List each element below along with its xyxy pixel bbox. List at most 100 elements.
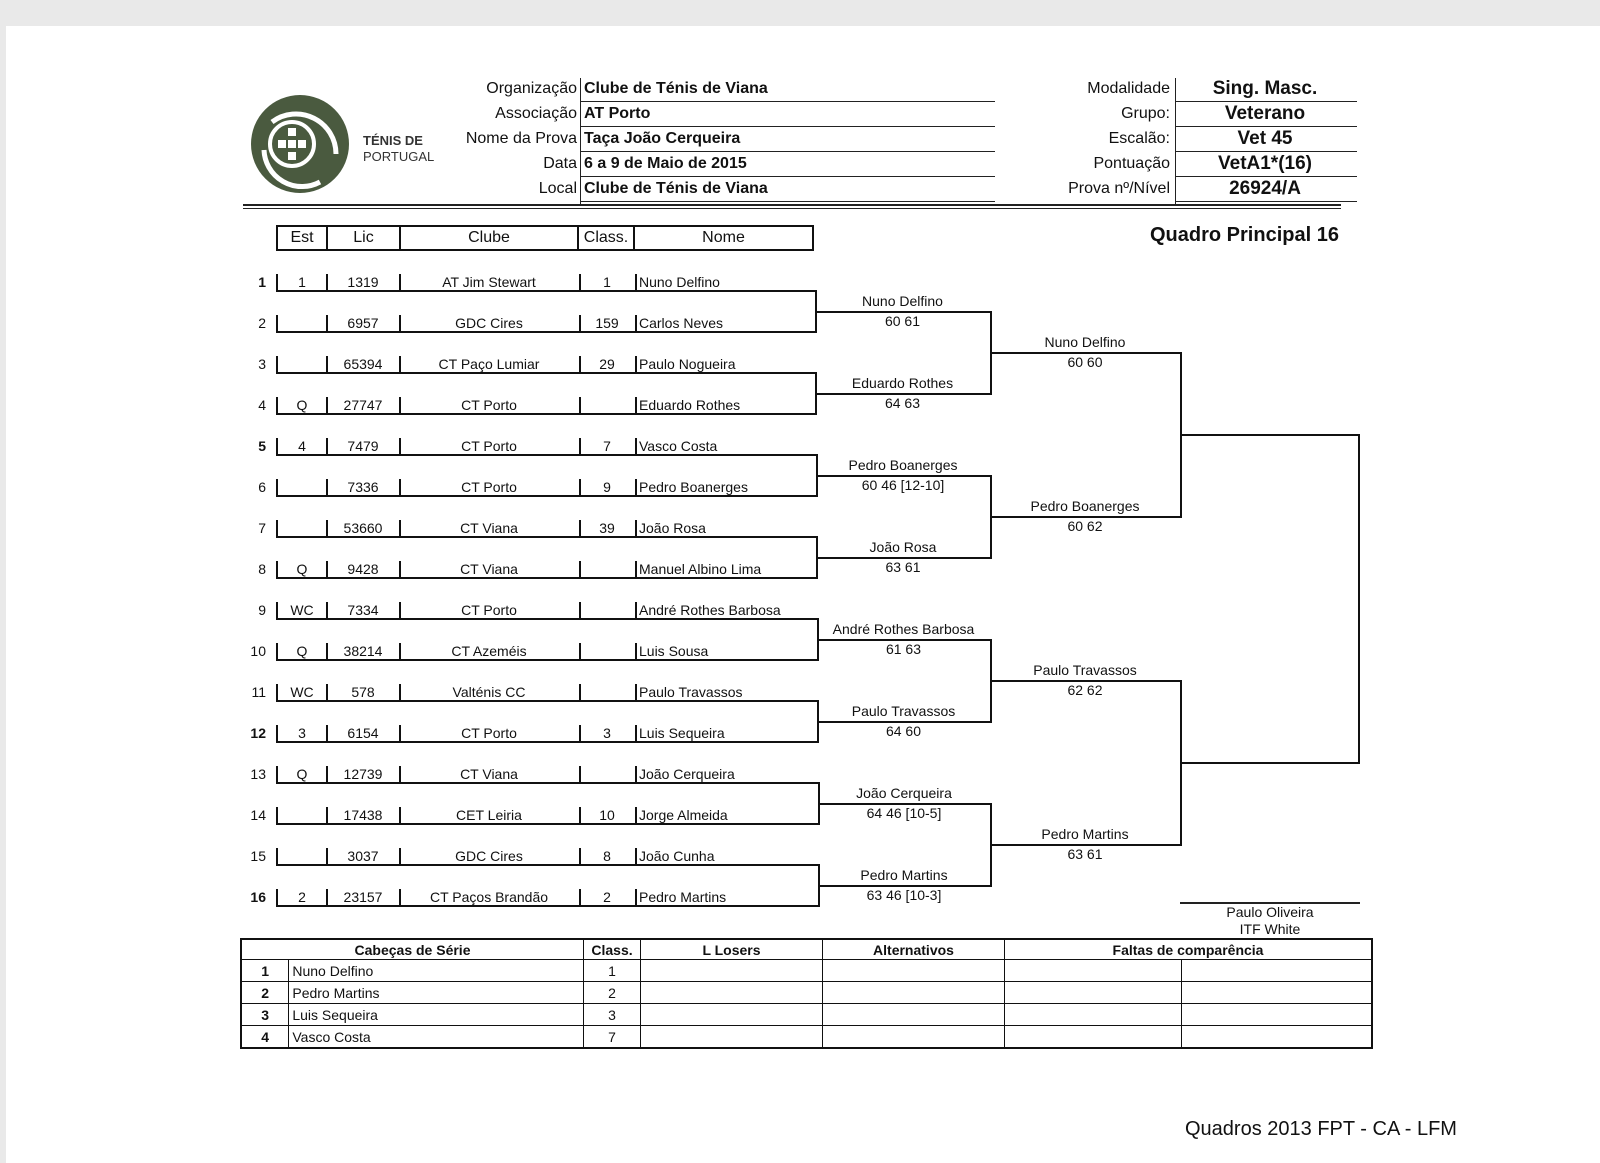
row-number: 15: [250, 848, 266, 864]
absences-header: Faltas de comparência: [1004, 938, 1373, 960]
row-number: 2: [258, 315, 266, 331]
losers-cell: [640, 1003, 823, 1026]
r3-score: 60 62: [1067, 518, 1103, 534]
row-tick: [635, 848, 637, 864]
row-clube: CT Porto: [461, 438, 517, 454]
row-tick: [276, 520, 278, 536]
row-est: 4: [298, 438, 306, 454]
row-clube: CT Porto: [461, 602, 517, 618]
row-tick: [579, 602, 581, 618]
row-number: 14: [250, 807, 266, 823]
row-tick: [399, 766, 401, 782]
seed-name: Nuno Delfino: [288, 959, 584, 982]
row-tick: [276, 397, 278, 413]
row-tick: [635, 479, 637, 495]
row-player-name: Pedro Martins: [639, 889, 727, 905]
r2-line: [816, 475, 990, 477]
row-player-name: Vasco Costa: [639, 438, 718, 454]
field-rule: [580, 151, 995, 152]
row-underline: [276, 577, 816, 579]
row-lic: 1319: [347, 274, 379, 290]
field-value: Clube de Ténis de Viana: [584, 180, 768, 197]
row-class: 7: [603, 438, 611, 454]
alternates-cell: [822, 1025, 1005, 1049]
field-rule: [580, 126, 995, 127]
absence-cell: [1003, 1025, 1183, 1049]
seed-class: 7: [583, 1025, 641, 1049]
alternates-cell: [822, 959, 1005, 982]
row-tick: [276, 766, 278, 782]
row-tick: [635, 807, 637, 823]
right-field-rule: [1175, 126, 1357, 127]
row-player-name: Jorge Almeida: [639, 807, 728, 823]
row-lic: 27747: [343, 397, 383, 413]
field-value: 6 a 9 de Maio de 2015: [584, 155, 747, 172]
field-divider: [580, 78, 581, 204]
col-nome-header: Nome: [633, 225, 814, 251]
row-clube: CT Paço Lumiar: [438, 356, 540, 372]
draw-title: Quadro Principal 16: [1150, 224, 1339, 246]
row-lic: 23157: [343, 889, 383, 905]
r2-score: 64 60: [885, 723, 922, 739]
r3-score: 60 60: [1067, 354, 1103, 370]
row-underline: [276, 454, 816, 456]
row-tick: [276, 315, 278, 331]
field-rule: [580, 176, 995, 177]
row-tick: [579, 520, 581, 536]
row-tick: [399, 725, 401, 741]
row-tick: [399, 274, 401, 290]
row-tick: [276, 561, 278, 577]
row-class: 10: [599, 807, 615, 823]
row-lic: 578: [351, 684, 375, 700]
alternates-cell: [822, 1003, 1005, 1026]
r2-line: [817, 721, 990, 723]
row-tick: [635, 438, 637, 454]
row-underline: [276, 331, 815, 333]
seed-class: 3: [583, 1003, 641, 1026]
row-lic: 65394: [343, 356, 383, 372]
row-clube: CT Paços Brandão: [429, 889, 549, 905]
row-lic: 17438: [343, 807, 383, 823]
row-tick: [635, 274, 637, 290]
row-class: 39: [599, 520, 615, 536]
row-est: WC: [290, 684, 314, 700]
row-number: 7: [258, 520, 266, 536]
row-tick: [635, 561, 637, 577]
row-class: 29: [599, 356, 615, 372]
row-est: 1: [298, 274, 306, 290]
r3-line: [990, 844, 1180, 846]
r2-winner: André Rothes Barbosa: [832, 621, 975, 637]
row-tick: [635, 356, 637, 372]
r3-score: 62 62: [1067, 682, 1103, 698]
row-lic: 9428: [347, 561, 379, 577]
row-tick: [326, 889, 328, 905]
r2-score: 60 46 [12-10]: [861, 477, 945, 493]
seeds-header: Cabeças de Série: [240, 938, 584, 960]
row-tick: [276, 602, 278, 618]
row-tick: [579, 643, 581, 659]
field-rule: [580, 101, 995, 102]
r2-winner: Pedro Boanerges: [848, 457, 958, 473]
row-number: 9: [258, 602, 266, 618]
row-underline: [276, 659, 817, 661]
row-underline: [276, 290, 815, 292]
absence-cell: [1181, 981, 1373, 1004]
final-connector: [1358, 434, 1360, 764]
r3-line: [990, 680, 1180, 682]
row-tick: [579, 438, 581, 454]
row-tick: [579, 274, 581, 290]
row-clube: CT Viana: [460, 520, 518, 536]
row-tick: [276, 889, 278, 905]
right-field-rule: [1175, 201, 1357, 202]
row-tick: [635, 889, 637, 905]
row-tick: [326, 848, 328, 864]
right-field-value: Sing. Masc.: [1212, 78, 1318, 99]
row-tick: [326, 766, 328, 782]
losers-cell: [640, 959, 823, 982]
row-tick: [635, 520, 637, 536]
r2-winner: Eduardo Rothes: [851, 375, 954, 391]
row-tick: [326, 602, 328, 618]
row-clube: CET Leiria: [456, 807, 522, 823]
row-number: 8: [258, 561, 266, 577]
row-est: Q: [296, 561, 308, 577]
